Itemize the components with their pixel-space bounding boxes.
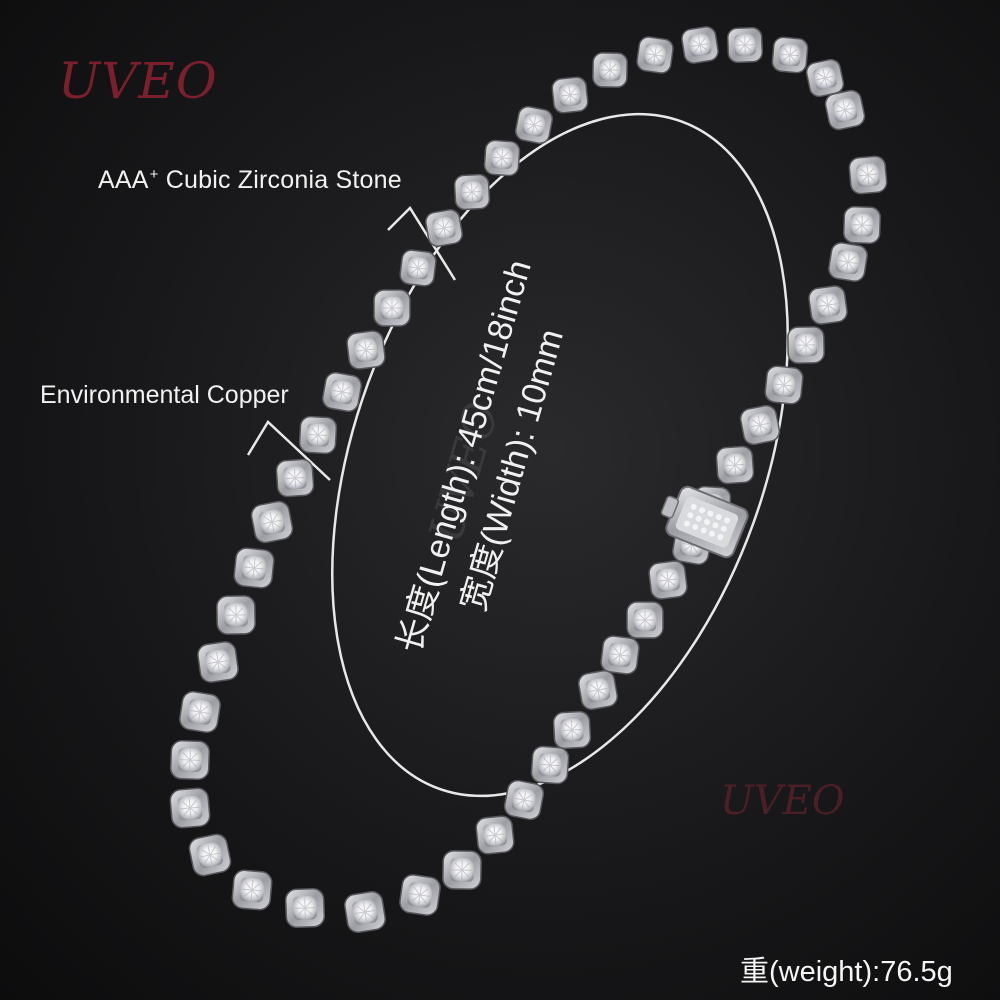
stone-link bbox=[231, 869, 273, 911]
stone-link bbox=[197, 641, 239, 683]
stone-link bbox=[483, 139, 521, 177]
box-clasp bbox=[660, 485, 749, 559]
stone-link bbox=[284, 887, 326, 929]
stone-label-sup: + bbox=[149, 166, 159, 183]
stone-link bbox=[848, 155, 888, 195]
stone-link bbox=[344, 891, 386, 933]
stone-link bbox=[771, 36, 809, 74]
necklace-chain bbox=[169, 26, 888, 933]
stone-link bbox=[530, 745, 570, 785]
stone-link bbox=[503, 779, 545, 821]
stone-link bbox=[739, 404, 781, 446]
stone-link bbox=[216, 595, 256, 635]
stone-link bbox=[275, 458, 315, 498]
stone-link bbox=[636, 36, 674, 74]
stone-link bbox=[188, 833, 232, 877]
stone-link bbox=[842, 205, 882, 245]
stone-link bbox=[321, 371, 363, 413]
stone-link bbox=[399, 874, 441, 916]
stone-link bbox=[577, 669, 619, 711]
stone-link bbox=[551, 76, 589, 114]
stone-link bbox=[592, 52, 628, 88]
spec-oval bbox=[331, 112, 789, 798]
stone-link bbox=[805, 58, 845, 98]
stone-link bbox=[475, 815, 515, 855]
stone-link bbox=[399, 249, 437, 287]
stone-link bbox=[808, 285, 848, 325]
stone-link bbox=[552, 710, 592, 750]
stone-link bbox=[233, 547, 275, 589]
stone-label: AAA+ Cubic Zirconia Stone bbox=[98, 166, 402, 195]
stone-link bbox=[373, 289, 411, 327]
stone-link bbox=[514, 105, 554, 145]
brand-logo: UVEO bbox=[58, 52, 218, 110]
stone-link bbox=[298, 415, 338, 455]
stone-link bbox=[600, 635, 640, 675]
weight-label: 重(weight):76.5g bbox=[740, 956, 953, 988]
stone-link bbox=[648, 560, 688, 600]
stone-link bbox=[824, 89, 866, 131]
stone-label-prefix: AAA bbox=[98, 166, 149, 194]
stone-link bbox=[442, 850, 482, 890]
brand-watermark: UVEO bbox=[720, 778, 845, 824]
stone-link bbox=[626, 601, 664, 639]
stone-link bbox=[828, 242, 868, 282]
stone-link bbox=[346, 330, 386, 370]
stone-link bbox=[169, 739, 211, 781]
stone-link bbox=[425, 209, 463, 247]
stone-link bbox=[787, 326, 825, 364]
copper-label: Environmental Copper bbox=[40, 381, 289, 409]
stone-link bbox=[715, 445, 755, 485]
stone-link bbox=[179, 691, 221, 733]
stone-label-rest: Cubic Zirconia Stone bbox=[158, 166, 402, 194]
pointer-line-stone bbox=[387, 206, 457, 281]
stone-link bbox=[764, 365, 804, 405]
stone-link bbox=[250, 500, 294, 544]
stone-link bbox=[726, 26, 764, 64]
stone-link bbox=[681, 26, 719, 64]
pointer-line-copper bbox=[246, 420, 331, 481]
stone-link bbox=[169, 787, 211, 829]
stone-link bbox=[453, 173, 491, 211]
